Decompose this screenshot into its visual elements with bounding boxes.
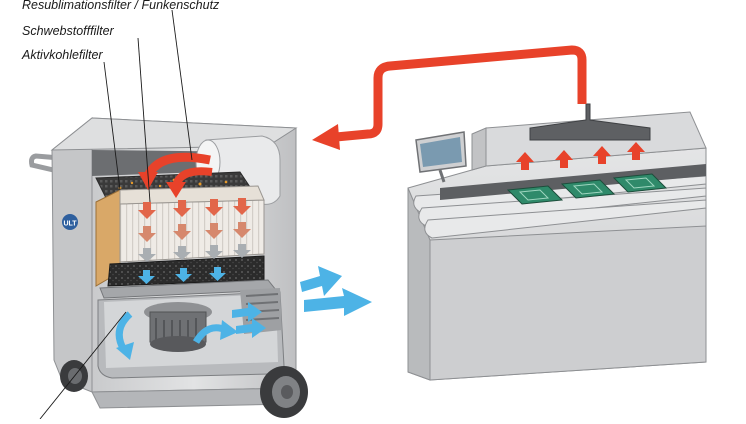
fan-fins <box>155 318 197 346</box>
machine-front <box>429 225 707 381</box>
machine-hood-side <box>471 127 487 171</box>
extraction-unit: ULT <box>29 116 308 418</box>
fan-base <box>150 336 206 352</box>
grille-slats <box>245 293 280 321</box>
housing-left-side <box>51 116 93 393</box>
filtered-air-arrows <box>138 198 251 262</box>
ult-logo-icon: ULT <box>62 214 78 230</box>
hot-air-arrow-icon <box>138 152 213 198</box>
handle <box>29 153 65 175</box>
duct-arrow <box>312 45 587 150</box>
extraction-hood <box>529 103 651 141</box>
label-schwebstoff: Schwebstofffilter <box>22 24 114 38</box>
production-machine <box>407 103 707 381</box>
fume-arrows <box>516 142 645 170</box>
monitor-icon <box>415 131 467 183</box>
wheel-icon <box>260 366 308 418</box>
conveyor-belt <box>440 164 706 200</box>
label-aktivkohle: Aktivkohlefilter <box>22 48 103 62</box>
pcb-boards <box>506 173 668 205</box>
clean-air-arrow-icon <box>115 266 372 360</box>
leader-lines <box>39 9 193 420</box>
logo-text: ULT <box>63 221 77 228</box>
schwebstoff-filter-top <box>119 185 265 205</box>
label-resublimation: Resublimationsfilter / Funkenschutz <box>22 0 220 12</box>
